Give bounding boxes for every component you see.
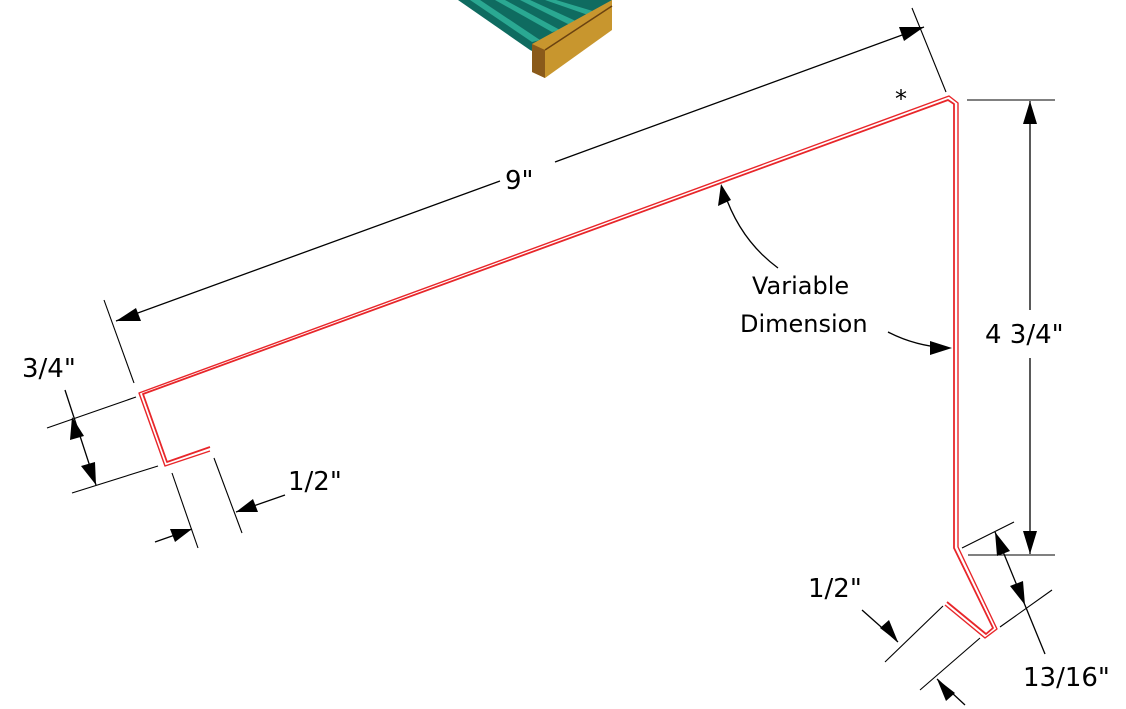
flashing-outer-line [142, 99, 994, 635]
dim-label-vertical-height: 4 3/4" [985, 320, 1064, 350]
variable-note-line1: Variable [752, 272, 849, 300]
flashing-profile [138, 95, 998, 639]
dim-label-left-hem-height: 3/4" [22, 354, 76, 384]
dimension-top-length: 9" [103, 7, 947, 384]
dim-label-top-length: 9" [505, 166, 534, 196]
variable-dimension-note: Variable Dimension [718, 184, 952, 355]
dimension-left-hem-return: 1/2" [154, 457, 342, 549]
dim-label-right-hem-return: 1/2" [808, 574, 862, 604]
dim-label-left-hem-return: 1/2" [288, 467, 342, 497]
roof-panel-thumbnail [458, 0, 613, 78]
dimension-left-hem-height: 3/4" [22, 354, 159, 494]
flashing-inner-line [138, 95, 998, 639]
dimension-right-kick-length: 13/16" [961, 521, 1110, 693]
dim-label-right-kick-length: 13/16" [1023, 663, 1110, 693]
dimension-right-hem-return: 1/2" [808, 574, 981, 706]
asterisk-note: * [895, 85, 907, 113]
variable-note-line2: Dimension [740, 310, 868, 338]
dimension-vertical-height: 4 3/4" [967, 99, 1064, 556]
